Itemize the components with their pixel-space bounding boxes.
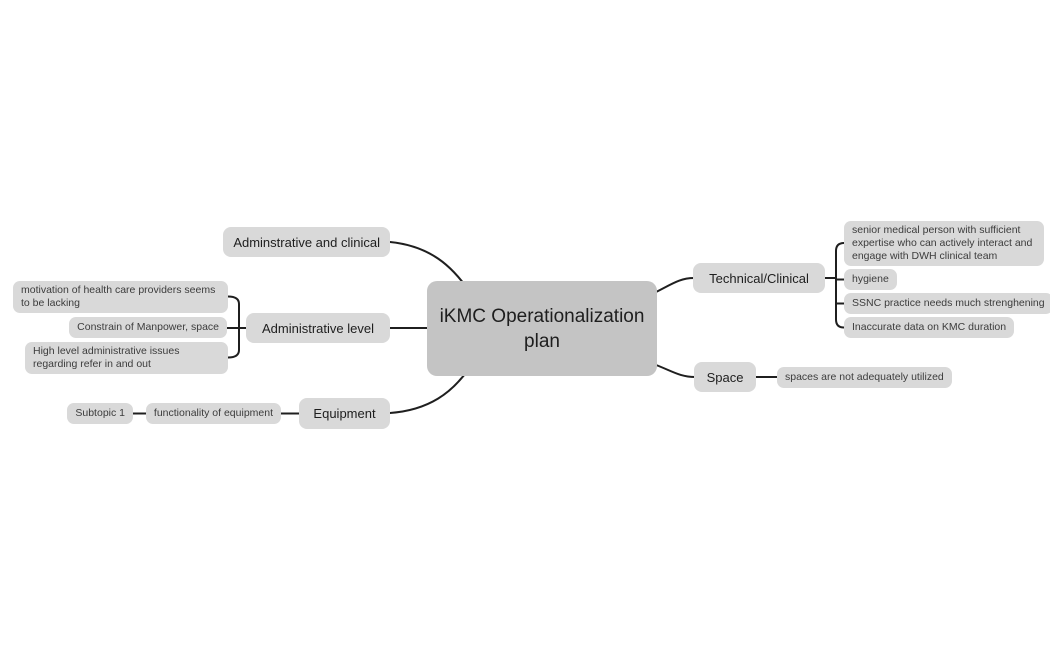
subtopic-high-level-admin[interactable]: High level administrative issues regardi…	[25, 342, 228, 374]
topic-administrative-level[interactable]: Administrative level	[246, 313, 390, 343]
subtopic-functionality-equipment[interactable]: functionality of equipment	[145, 403, 281, 424]
connector-central-to-space	[655, 364, 696, 378]
subtopic-inaccurate-kmc-data[interactable]: Inaccurate data on KMC duration	[844, 317, 1015, 338]
connector-equipment-to-central	[389, 369, 469, 414]
connector-central-to-technical	[655, 277, 695, 293]
topic-equipment[interactable]: Equipment	[299, 398, 390, 429]
subtopic-motivation-providers[interactable]: motivation of health care providers seem…	[13, 281, 228, 313]
topic-adminstrative-and-clinical[interactable]: Adminstrative and clinical	[223, 227, 390, 257]
subtopic-constrain-manpower[interactable]: Constrain of Manpower, space	[69, 317, 227, 338]
subtopic-senior-medical-person[interactable]: senior medical person with sufficient ex…	[844, 221, 1044, 266]
central-topic[interactable]: iKMC Operationalization plan	[427, 281, 657, 376]
connector-technical-bracket	[835, 242, 845, 329]
subtopic-subtopic-1[interactable]: Subtopic 1	[67, 403, 133, 424]
subtopic-ssnc-practice[interactable]: SSNC practice needs much strenghening	[844, 293, 1050, 314]
subtopic-spaces-utilized[interactable]: spaces are not adequately utilized	[777, 367, 952, 388]
subtopic-hygiene[interactable]: hygiene	[844, 269, 897, 290]
topic-space[interactable]: Space	[694, 362, 756, 392]
topic-technical-clinical[interactable]: Technical/Clinical	[693, 263, 825, 293]
connector-admin-level-bracket	[227, 295, 240, 359]
